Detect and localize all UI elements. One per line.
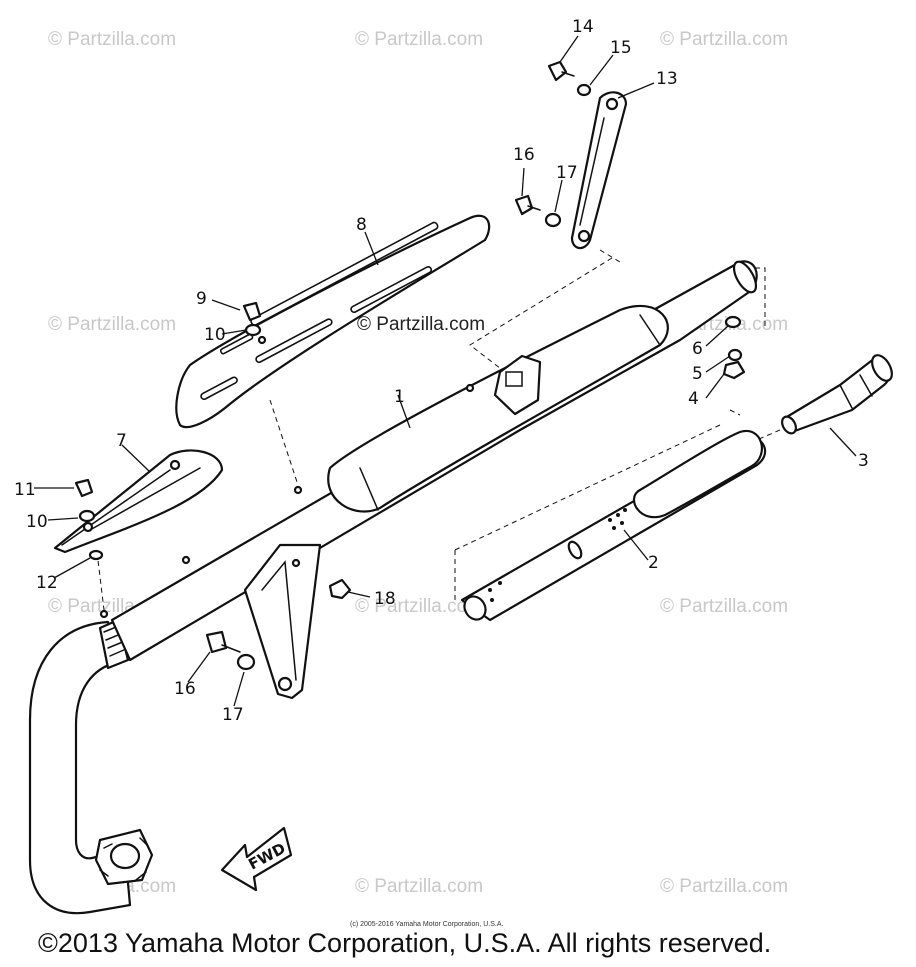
inner-baffle [460,429,767,622]
main-copyright: ©2013 Yamaha Motor Corporation, U.S.A. A… [38,928,771,958]
callout-14: 14 [572,17,594,37]
muffler-stay [570,91,628,250]
heat-protector-lower [53,449,224,554]
callout-3: 3 [858,451,869,471]
assembly-lines [96,249,781,611]
watermark: © Partzilla.com [355,596,483,617]
callout-1: 1 [394,387,405,407]
callout-16: 16 [513,145,535,165]
watermark: © Partzilla.com [660,876,788,897]
callout-6: 6 [692,339,703,359]
leader-lines [34,35,857,707]
watermark: © Partzilla.com [660,596,788,617]
fwd-arrow-icon: FWD [220,826,293,892]
callout-13: 13 [656,69,678,89]
callout-4: 4 [688,389,699,409]
callout-9: 9 [196,289,207,309]
small-copyright: (c) 2005-2016 Yamaha Motor Corporation, … [350,921,503,928]
callout-5: 5 [692,364,703,384]
callout-17: 17 [222,705,244,725]
callout-labels: 14 15 13 16 17 8 9 10 1 7 11 10 12 6 5 4… [14,17,869,725]
callout-7: 7 [116,431,127,451]
fasteners [74,60,746,671]
callout-15: 15 [610,38,632,58]
callout-2: 2 [648,553,659,573]
callout-16: 16 [174,679,196,699]
callout-10: 10 [26,512,48,532]
tail-pipe [781,354,893,435]
watermark: © Partzilla.com [355,29,483,50]
callout-10: 10 [204,325,226,345]
watermark: © Partzilla.com [48,314,176,335]
watermark: © Partzilla.com [660,29,788,50]
baffle-holes [488,508,627,602]
muffler-assembly [28,260,758,915]
watermark: © Partzilla.com [355,876,483,897]
heat-protector-upper [175,214,491,429]
callout-18: 18 [374,589,396,609]
callout-8: 8 [356,215,367,235]
watermark: © Partzilla.com [48,29,176,50]
callout-11: 11 [14,480,36,500]
center-watermark: © Partzilla.com [357,314,485,335]
callout-17: 17 [556,163,578,183]
callout-12: 12 [36,573,58,593]
